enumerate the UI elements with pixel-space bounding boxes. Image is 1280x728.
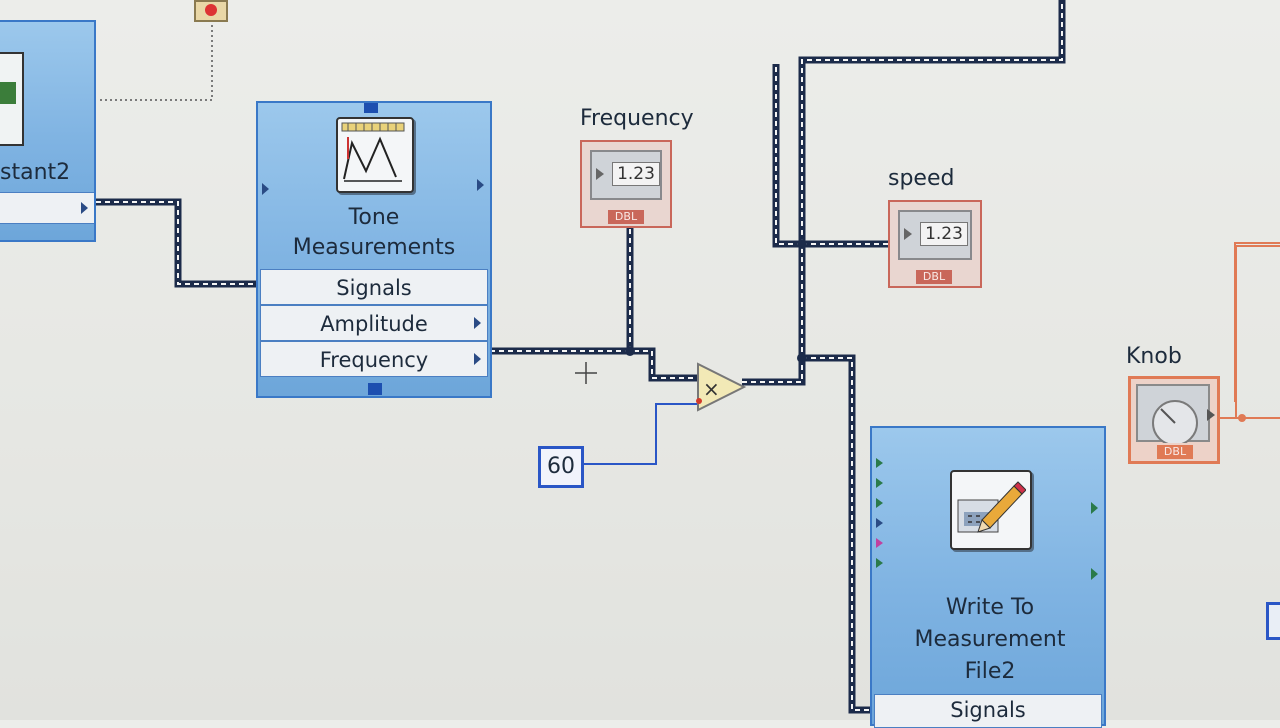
numeric-constant[interactable]: 60 — [538, 446, 584, 488]
stop-button-terminal[interactable] — [194, 0, 228, 22]
constant2-terminal[interactable] — [0, 192, 94, 224]
tone-measurements-node[interactable]: Tone Measurements Signals Amplitude Freq… — [256, 101, 492, 398]
terminal-write-signals-label: Signals — [950, 698, 1026, 722]
speed-indicator[interactable]: 1.23 DBL — [888, 200, 982, 288]
constant2-node[interactable]: stant2 — [0, 20, 96, 242]
wire-top-branch[interactable] — [772, 64, 802, 248]
write-file-input-arrows — [876, 458, 886, 568]
terminal-frequency[interactable]: Frequency — [260, 341, 488, 377]
wire-multiply-out[interactable] — [742, 0, 1066, 386]
write-file-output-arrow-1 — [1091, 502, 1098, 514]
offscreen-node — [1266, 602, 1280, 640]
sine-measure-icon — [341, 122, 405, 182]
knob-control[interactable]: DBL — [1128, 376, 1220, 464]
constant2-label: stant2 — [0, 160, 71, 185]
terminal-marker-bottom — [368, 383, 382, 395]
terminal-write-signals[interactable]: Signals — [874, 694, 1102, 728]
wire-frequency-out[interactable] — [490, 347, 700, 382]
stop-icon — [205, 4, 217, 16]
knob-label: Knob — [1126, 344, 1182, 369]
terminal-marker-top — [364, 103, 378, 113]
knob-type: DBL — [1157, 445, 1193, 459]
offscreen-control — [1234, 242, 1280, 402]
wire-constant-60[interactable] — [584, 403, 700, 465]
write-file-output-arrow-2 — [1091, 568, 1098, 580]
pencil-file-icon — [957, 481, 1027, 533]
tone-input-arrow — [262, 183, 269, 195]
speed-indicator-type: DBL — [916, 270, 952, 284]
tone-measurements-title: Tone Measurements — [292, 205, 456, 260]
multiply-function[interactable]: × — [696, 362, 747, 412]
frequency-indicator[interactable]: 1.23 DBL — [580, 140, 672, 228]
terminal-amplitude[interactable]: Amplitude — [260, 305, 488, 341]
wire-knob[interactable] — [1220, 245, 1280, 419]
tone-measurements-icon — [336, 117, 414, 193]
numeric-constant-value: 60 — [547, 454, 575, 479]
write-file-icon — [950, 470, 1032, 550]
constant2-icon — [0, 52, 24, 146]
knob-icon — [1136, 384, 1210, 443]
terminal-amplitude-label: Amplitude — [320, 312, 428, 336]
wire-boolean-dotted[interactable] — [100, 20, 213, 101]
frequency-indicator-value: 1.23 — [612, 162, 660, 186]
frequency-indicator-type: DBL — [608, 210, 644, 224]
svg-text:×: × — [703, 377, 720, 401]
terminal-signals[interactable]: Signals — [260, 269, 488, 305]
speed-indicator-value: 1.23 — [920, 222, 968, 246]
frequency-indicator-label: Frequency — [580, 106, 694, 131]
wire-to-write-file[interactable] — [802, 354, 880, 714]
write-file-title: Write To Measurement File2 — [914, 595, 1066, 684]
write-measurement-file-node[interactable]: Write To Measurement File2 Signals — [870, 426, 1106, 728]
tone-output-arrow — [477, 179, 484, 191]
speed-indicator-label: speed — [888, 166, 955, 191]
crosshair-cursor — [575, 362, 597, 384]
terminal-frequency-label: Frequency — [319, 348, 429, 372]
terminal-signals-label: Signals — [336, 276, 412, 300]
